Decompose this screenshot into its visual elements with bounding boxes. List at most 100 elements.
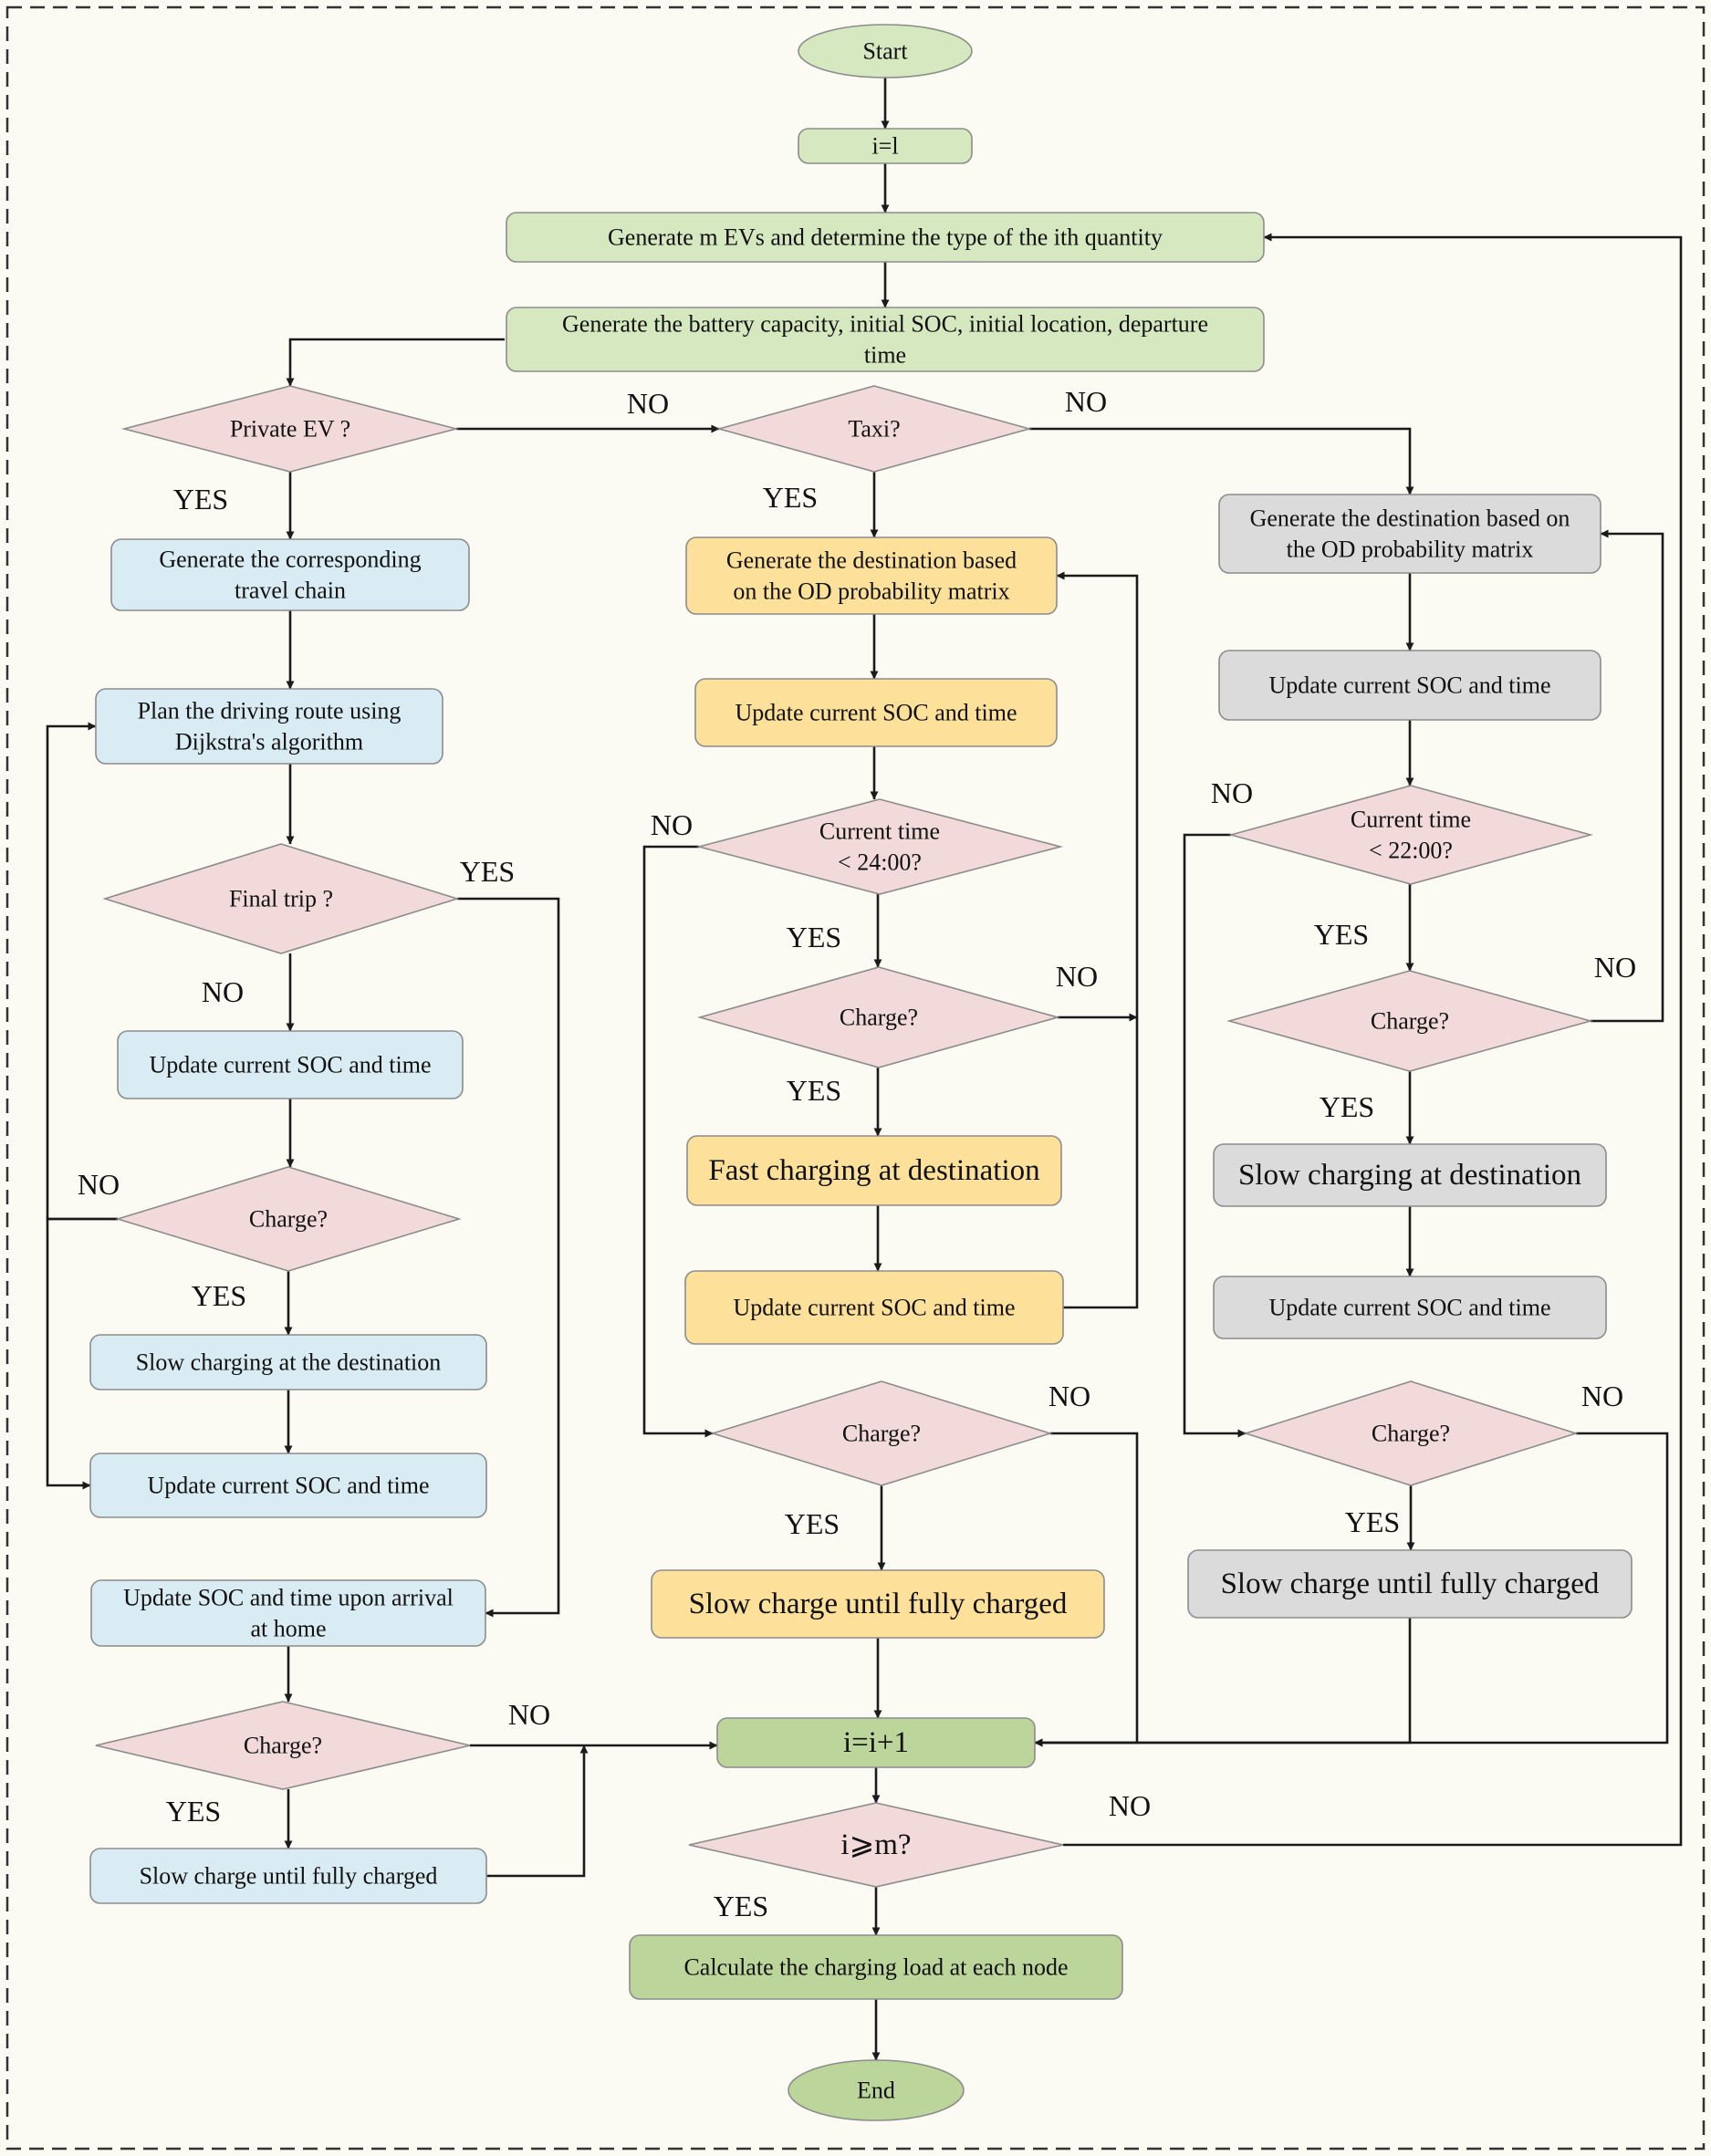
node-shape: [788, 2059, 965, 2121]
node-text-line: the OD probability matrix: [1287, 536, 1534, 563]
node-shape: [651, 1569, 1105, 1639]
node-p-arrival-home: Update SOC and time upon arrival at home: [90, 1579, 486, 1647]
node-shape: [629, 1934, 1123, 2000]
node-text-line: Taxi?: [848, 416, 900, 443]
node-text-line: Final trip ?: [229, 886, 333, 912]
flow-arrow: [1183, 833, 1247, 1438]
node-shape: [715, 385, 1033, 473]
node-text-line: on the OD probability matrix: [733, 578, 1009, 605]
node-t-update1: Update current SOC and time: [694, 678, 1058, 747]
node-text-line: Update current SOC and time: [1268, 672, 1550, 699]
node-shape: [89, 1453, 487, 1518]
node-p-charge2: Charge?: [95, 1701, 471, 1790]
no-label: NO: [1581, 1380, 1623, 1412]
node-text-line: Generate m EVs and determine the type of…: [608, 224, 1163, 251]
node-text-line: Slow charging at the destination: [136, 1349, 442, 1376]
node-loop-check: i⩾m?: [688, 1802, 1064, 1888]
no-label: NO: [1049, 1380, 1090, 1412]
node-text-line: i⩾m?: [840, 1828, 911, 1861]
node-text-line: Slow charge until fully charged: [1221, 1568, 1600, 1600]
flow-arrow: [486, 1745, 589, 1878]
node-text-line: Private EV ?: [230, 416, 350, 443]
yes-label: YES: [1345, 1505, 1400, 1538]
node-shape: [110, 538, 470, 611]
node-o-charge2: Charge?: [1243, 1380, 1579, 1486]
node-shape: [506, 212, 1265, 263]
no-label: NO: [651, 808, 693, 841]
node-shape: [1213, 1143, 1607, 1207]
node-shape: [102, 843, 460, 954]
node-text-line: Charge?: [1372, 1421, 1450, 1447]
node-shape: [695, 798, 1064, 895]
node-text-line: End: [857, 2078, 895, 2104]
node-text-line: Dijkstra's algorithm: [175, 729, 363, 755]
node-o-update1: Update current SOC and time: [1218, 650, 1601, 721]
node-p-final-trip: Final trip ?: [102, 843, 460, 954]
node-text-line: Generate the destination based: [726, 547, 1017, 574]
node-shape: [686, 1135, 1062, 1206]
node-text-line: Charge?: [244, 1733, 322, 1759]
yes-label: YES: [763, 481, 818, 514]
node-shape: [1226, 970, 1593, 1072]
node-text-line: travel chain: [235, 578, 346, 604]
node-shape: [684, 1270, 1064, 1345]
node-text-line: Plan the driving route using: [138, 698, 402, 724]
node-p-update2: Update current SOC and time: [89, 1453, 487, 1518]
node-text-line: Update current SOC and time: [1268, 1295, 1550, 1321]
node-text-line: < 22:00?: [1369, 838, 1453, 864]
node-shape: [115, 1166, 462, 1272]
no-label: NO: [1065, 385, 1107, 418]
node-increment: i=i+1: [716, 1717, 1036, 1768]
node-text-line: Fast charging at destination: [708, 1154, 1039, 1187]
node-text-line: at home: [250, 1616, 326, 1642]
node-text-line: Charge?: [1371, 1008, 1449, 1035]
node-generate-battery: Generate the battery capacity, initial S…: [506, 307, 1265, 372]
node-text-line: Slow charge until fully charged: [689, 1588, 1068, 1620]
node-shape: [1218, 650, 1601, 721]
node-text-line: Current time: [819, 818, 940, 845]
node-text-line: Charge?: [840, 1005, 918, 1031]
no-label: NO: [627, 387, 669, 420]
yes-label: YES: [787, 1074, 841, 1107]
node-shape: [1227, 785, 1594, 885]
node-shape: [89, 1334, 487, 1390]
node-p-update1: Update current SOC and time: [117, 1030, 464, 1099]
flow-arrow: [1056, 571, 1139, 1309]
yes-label: YES: [460, 855, 515, 888]
no-label: NO: [202, 975, 244, 1008]
node-text-line: Update current SOC and time: [147, 1473, 429, 1499]
node-text-line: Generate the destination based on: [1250, 505, 1570, 532]
node-taxi: Taxi?: [715, 385, 1033, 473]
dashed-border: [5, 5, 1706, 2151]
node-text-line: Update SOC and time upon arrival: [123, 1585, 454, 1611]
node-shape: [688, 1802, 1064, 1888]
node-shape: [697, 966, 1060, 1068]
node-text-line: Start: [862, 38, 908, 65]
node-text-line: i=i+1: [843, 1726, 909, 1759]
node-t-time-check: Current time< 24:00?: [695, 798, 1064, 895]
node-end: End: [788, 2059, 965, 2121]
node-shape: [798, 128, 973, 164]
node-shape: [1187, 1549, 1633, 1619]
node-shape: [95, 688, 443, 765]
node-shape: [1243, 1380, 1579, 1486]
no-label: NO: [78, 1168, 120, 1201]
node-init: i=l: [798, 128, 973, 164]
node-text-line: Slow charge until fully charged: [140, 1863, 438, 1890]
node-text-line: Update current SOC and time: [733, 1295, 1015, 1321]
node-text-line: Current time: [1351, 807, 1471, 833]
flow-arrow: [457, 897, 560, 1618]
node-shape: [685, 536, 1058, 615]
node-shape: [89, 1848, 487, 1904]
node-private-ev: Private EV ?: [120, 385, 460, 473]
flow-arrow: [46, 1217, 118, 1490]
node-t-fast: Fast charging at destination: [686, 1135, 1062, 1206]
flow-arrow: [1063, 233, 1683, 1847]
node-text-line: i=l: [871, 133, 898, 160]
node-t-charge1: Charge?: [697, 966, 1060, 1068]
node-shape: [90, 1579, 486, 1647]
